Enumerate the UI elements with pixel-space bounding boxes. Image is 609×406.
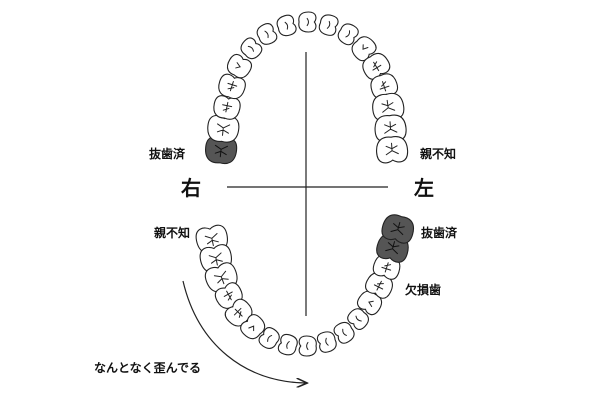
tooth-u12-fissure [362,44,369,50]
tooth-u15 [372,92,405,121]
tooth-u9-fissure [306,17,309,27]
tooth-l7-crown [258,327,280,349]
tooth-l4-fissure [223,290,233,301]
tooth-l9 [298,335,317,357]
tooth-u9-crown [298,11,317,33]
tooth-u17-fissure [385,142,399,156]
tooth-u15-fissure [381,99,396,113]
tooth-u13 [362,52,391,80]
side-label-left: 左 [414,176,434,200]
tooth-u16-fissure [384,121,398,134]
label-distortion-note: なんとなく歪んでる [94,361,202,375]
tooth-u6-crown [240,37,263,60]
tooth-l12-crown [347,308,370,330]
tooth-u6-fissure [247,45,255,52]
distortion-arrow [182,280,306,383]
tooth-l16-fissure [385,241,400,255]
tooth-l9-fissure [306,341,309,351]
tooth-u4-fissure [227,80,238,92]
tooth-u7 [256,23,278,45]
tooth-l7-fissure [267,334,273,342]
tooth-u9 [298,11,317,33]
tooth-l10 [316,331,337,353]
tooth-l8-crown [277,333,298,356]
tooth-u11-fissure [345,30,351,38]
tooth-l12 [347,308,370,330]
tooth-l10-fissure [325,337,329,346]
tooth-l6-fissure [248,325,255,332]
tooth-u12 [351,36,377,62]
label-lower-right-wisdom: 親不知 [154,226,191,240]
tooth-l11 [333,321,355,344]
tooth-l11-fissure [342,328,347,336]
tooth-l7 [258,327,280,349]
tooth-l15-fissure [381,262,392,273]
tooth-l8 [277,333,298,356]
tooth-l17-marked [381,214,414,244]
tooth-l9-crown [298,335,317,357]
tooth-u6 [240,37,263,60]
lower-arch [195,214,414,357]
tooth-l12-fissure [355,315,362,322]
upper-arch [205,11,409,165]
tooth-u7-fissure [264,30,269,39]
tooth-l14-fissure [373,280,384,291]
tooth-u8-fissure [284,21,289,30]
tooth-l13-fissure [368,300,374,307]
tooth-u17 [376,136,409,164]
tooth-u4 [218,73,246,100]
tooth-l10-crown [316,331,337,353]
tooth-u2 [207,114,240,143]
tooth-u10-crown [318,14,339,36]
tooth-l6 [240,314,266,340]
side-label-right: 右 [181,176,201,200]
label-upper-right-extracted: 抜歯済 [149,147,186,161]
tooth-u5-fissure [235,62,241,69]
tooth-l11-crown [333,321,355,344]
tooth-l1-fissure [204,233,219,247]
tooth-u1-fissure [214,144,228,158]
tooth-u10 [318,14,339,36]
label-lower-left-extracted: 抜歯済 [421,226,458,240]
tooth-u8 [276,14,297,37]
tooth-u11 [337,23,359,46]
tooth-l17-fissure [390,221,405,236]
label-upper-left-wisdom: 親不知 [420,147,457,161]
tooth-l8-fissure [286,340,290,349]
tooth-u14-fissure [379,81,390,92]
tooth-u5 [226,53,253,79]
tooth-u13-fissure [372,61,382,72]
tooth-l5-fissure [233,307,243,318]
tooth-u3-fissure [222,101,233,113]
tooth-u7-crown [256,23,278,45]
label-lower-left-missing: 欠損歯 [405,283,442,297]
tooth-u2-fissure [216,123,231,136]
tooth-l3-fissure [213,270,229,285]
tooth-u11-crown [337,23,359,46]
tooth-l2-fissure [208,252,223,266]
tooth-u8-crown [276,14,297,37]
tooth-u10-fissure [326,20,331,29]
